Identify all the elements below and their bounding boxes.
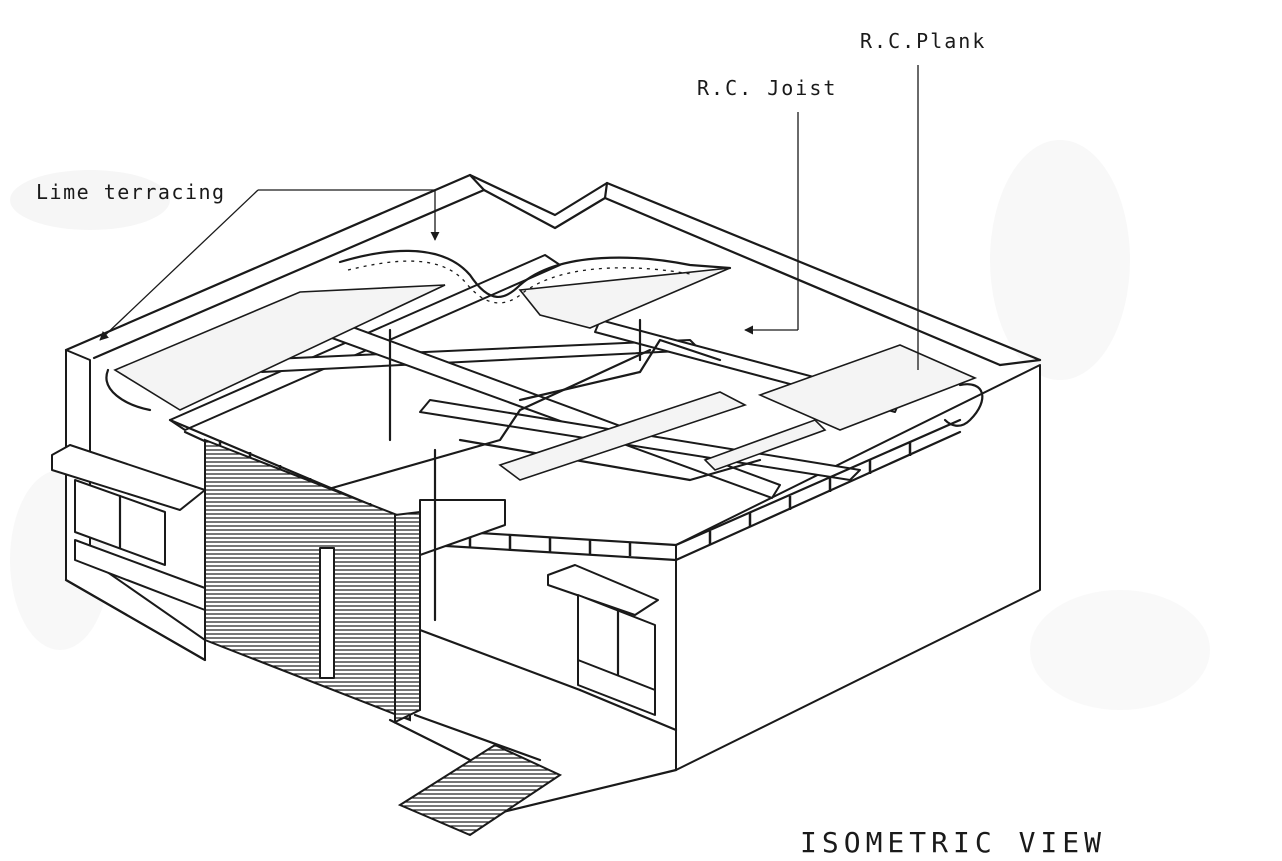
parapet-outer-edge	[64, 173, 1042, 362]
entrance-ramp	[397, 743, 563, 837]
inner-slab-edge-3	[518, 338, 722, 402]
right-window	[547, 564, 659, 716]
plank-group-center	[498, 391, 748, 481]
lime-terracing-break	[338, 249, 732, 298]
front-wall-hatched	[204, 438, 411, 722]
interior-walls	[388, 318, 678, 762]
parapet-right-corner	[998, 358, 1042, 367]
floor-line-4	[388, 718, 472, 762]
leaders	[99, 65, 919, 370]
lime-terracing-break-inner	[347, 260, 691, 304]
parapet	[64, 173, 1042, 367]
view-title: ISOMETRIC VIEW	[800, 826, 1106, 859]
left-window	[51, 444, 206, 611]
right-slab-curl	[943, 383, 984, 427]
leader-lime-terracing-left	[99, 189, 259, 341]
plank-group-small	[703, 419, 827, 471]
rc-planks	[113, 267, 978, 481]
parapet-step	[603, 181, 609, 200]
label-lime-terracing: Lime terracing	[36, 180, 226, 204]
parapet-corner	[468, 173, 486, 192]
left-base-line	[64, 578, 207, 662]
left-sunshade	[51, 444, 206, 511]
slab-right-edge-under	[674, 430, 962, 562]
slab-right-edge	[674, 418, 962, 547]
plank-group-left	[113, 284, 446, 411]
parapet-inner-edge	[92, 188, 1002, 367]
right-window-sill	[577, 659, 656, 716]
label-rc-plank: R.C.Plank	[860, 29, 986, 53]
left-window-sill	[74, 539, 206, 611]
right-outer-wall	[675, 364, 1041, 771]
plank-group-right	[757, 344, 978, 431]
label-rc-joist: R.C. Joist	[697, 76, 837, 100]
floor-line-1	[418, 628, 582, 692]
right-sunshade	[547, 564, 659, 616]
floor-line-3	[413, 713, 542, 762]
left-slab-curl	[105, 368, 152, 412]
floor-line-2	[578, 688, 678, 732]
door-slit	[319, 547, 335, 679]
inner-slab-edge-1	[323, 348, 652, 492]
plank-group-top	[518, 267, 731, 329]
front-wall-edge	[394, 510, 421, 724]
